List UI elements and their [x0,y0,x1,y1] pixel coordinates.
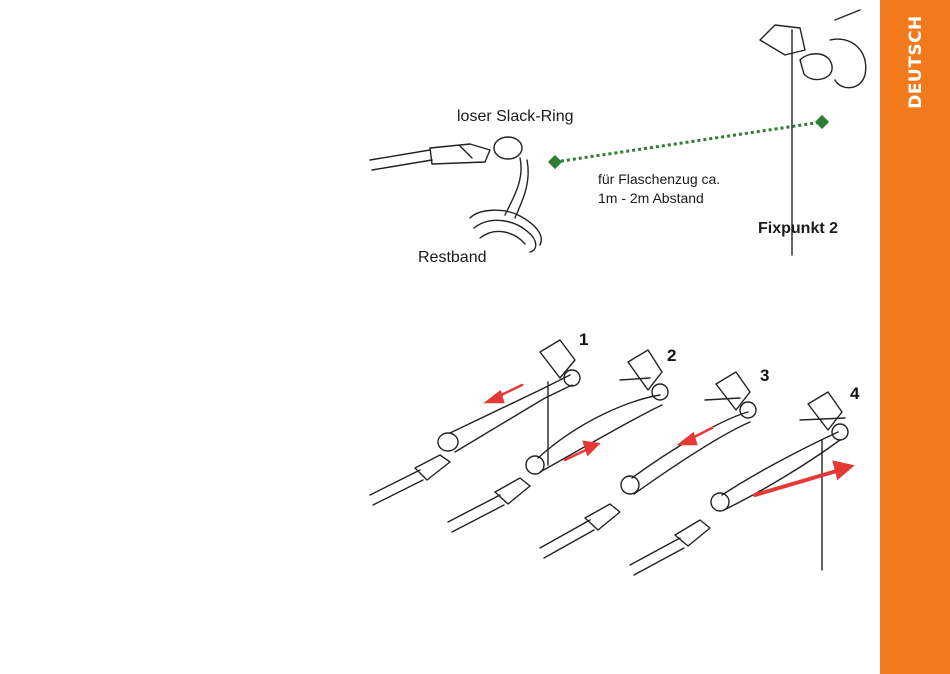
anchor-point-label: Fixpunkt 2 [758,220,838,238]
step-number-2: 2 [667,346,676,366]
distance-note-line2: 1m - 2m Abstand [598,190,704,206]
step-2-rigging [448,350,668,532]
step-1-rigging [370,340,580,505]
step-number-1: 1 [579,330,588,350]
rest-strap-coil [470,158,541,252]
arrow-step-2 [565,442,598,460]
distance-note-line1: für Flaschenzug ca. [598,171,720,187]
arrow-step-3 [680,428,712,444]
loose-webbing [370,144,490,170]
anchor-point-2 [760,10,866,255]
slack-ring-label: loser Slack-Ring [457,108,573,126]
language-label: DEUTSCH [906,15,926,109]
step-number-4: 4 [850,384,859,404]
slackline-illustration [0,0,880,674]
arrow-step-1 [487,385,522,402]
step-4-rigging [630,392,848,575]
distance-indicator [548,115,829,169]
step-3-rigging [540,372,756,558]
step-number-3: 3 [760,366,769,386]
slack-ring [494,137,522,159]
language-sidebar: DEUTSCH [880,0,950,674]
rest-strap-label: Restband [418,249,487,267]
